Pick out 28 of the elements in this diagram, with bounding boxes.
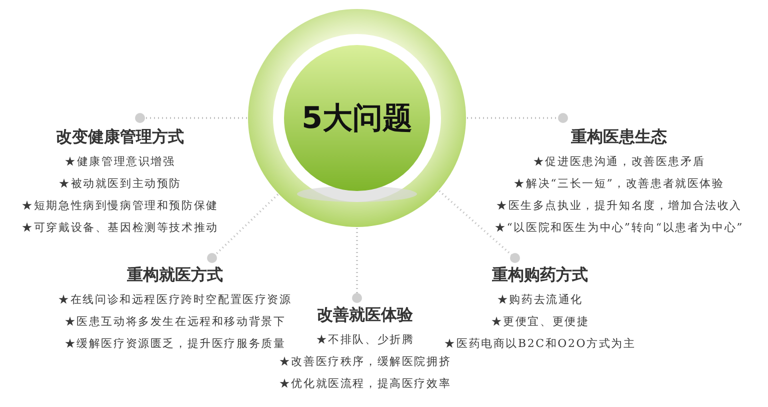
bullet-point: ★“以医院和医生为中心”转向“以患者为中心” [494,220,744,236]
dotted-connector [438,190,520,263]
section-heading: 重构购药方式 [492,264,588,286]
bullet-point: ★在线问诊和远程医疗跨时空配置医疗资源 [58,292,292,308]
bullet-point: ★被动就医到主动预防 [58,176,182,192]
bullet-point: ★解决“三长一短”，改善患者就医体验 [514,176,724,192]
bullet-point: ★改善医疗秩序，缓解医院拥挤 [278,354,452,370]
section-heading: 重构就医方式 [127,264,223,286]
bullet-point: ★不排队、少折腾 [316,332,414,348]
center-title: 5大问题 [302,100,412,137]
bullet-point: ★医患互动将多发生在远程和移动背景下 [64,314,286,330]
section-heading: 改善就医体验 [317,304,413,326]
bullet-point: ★促进医患沟通，改善医患矛盾 [532,154,706,170]
bullet-point: ★更便宜、更便捷 [490,314,590,330]
bullet-point: ★健康管理意识增强 [64,154,176,170]
bullet-point: ★可穿戴设备、基因检测等技术推动 [22,220,218,236]
dotted-connector [467,113,568,123]
bullet-point: ★医生多点执业，提升知名度，增加合法收入 [496,198,742,214]
section-heading: 改变健康管理方式 [56,126,184,148]
dotted-connector [135,113,247,123]
dotted-connector [207,194,279,263]
bullet-point: ★短期急性病到慢病管理和预防保健 [22,198,218,214]
dotted-connector [352,228,362,303]
bullet-point: ★优化就医流程，提高医疗效率 [278,376,452,392]
section-heading: 重构医患生态 [571,126,667,148]
bullet-point: ★医药电商以B2C和O2O方式为主 [444,336,636,352]
bullet-point: ★购药去流通化 [496,292,584,308]
bullet-point: ★缓解医疗资源匮乏，提升医疗服务质量 [64,336,286,352]
